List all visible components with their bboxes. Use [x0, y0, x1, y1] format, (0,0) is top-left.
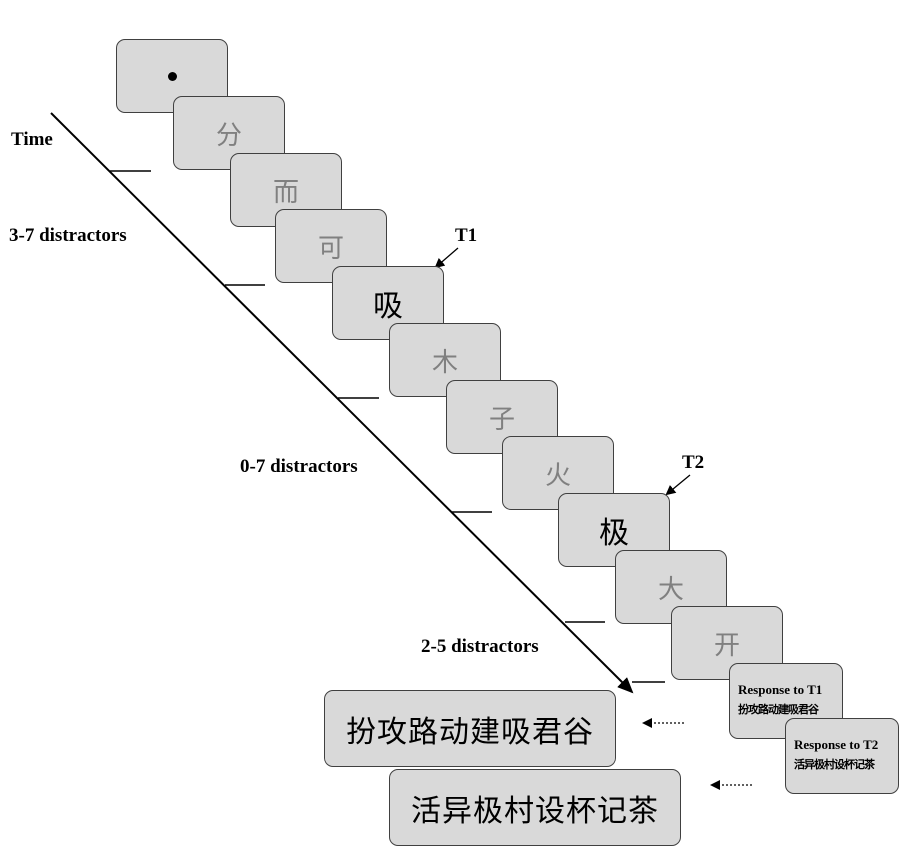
response-t1-title: Response to T1 — [738, 682, 823, 697]
distractor-frame: 木 — [389, 323, 501, 397]
frame-character: 大 — [657, 574, 684, 605]
segment-label-3: 2-5 distractors — [421, 636, 539, 657]
answer-panel-t2: 活异极村设杯记茶 — [389, 769, 681, 846]
frame-character: 吸 — [373, 289, 403, 324]
frame-character: 分 — [215, 120, 242, 151]
response-t2-frame: Response to T2 活异极村设杯记茶 — [785, 718, 899, 794]
frame-character: 木 — [431, 347, 458, 378]
frame-character: 开 — [713, 630, 740, 661]
segment-label-1: 3-7 distractors — [9, 225, 127, 246]
t2-pointer-arrow — [665, 474, 691, 496]
time-label: Time — [11, 129, 53, 150]
fixation-dot — [167, 71, 177, 81]
t1-label: T1 — [455, 225, 478, 246]
response-t2-title: Response to T2 — [794, 737, 879, 752]
frame-character: 极 — [599, 516, 629, 551]
response-t2-options: 活异极村设杯记茶 — [794, 758, 875, 771]
frame-character: 子 — [488, 404, 515, 435]
answer-panel-t1: 扮攻路动建吸君谷 — [324, 690, 616, 767]
segment-label-2: 0-7 distractors — [240, 456, 358, 477]
frame-character: 火 — [544, 460, 571, 491]
frame-character: 而 — [272, 177, 299, 208]
frame-character: 可 — [317, 233, 344, 264]
t2-label: T2 — [682, 452, 705, 473]
time-axis-arrow — [50, 112, 634, 694]
response-t1-options: 扮攻路动建吸君谷 — [738, 703, 819, 716]
t1-pointer-arrow — [434, 247, 459, 269]
